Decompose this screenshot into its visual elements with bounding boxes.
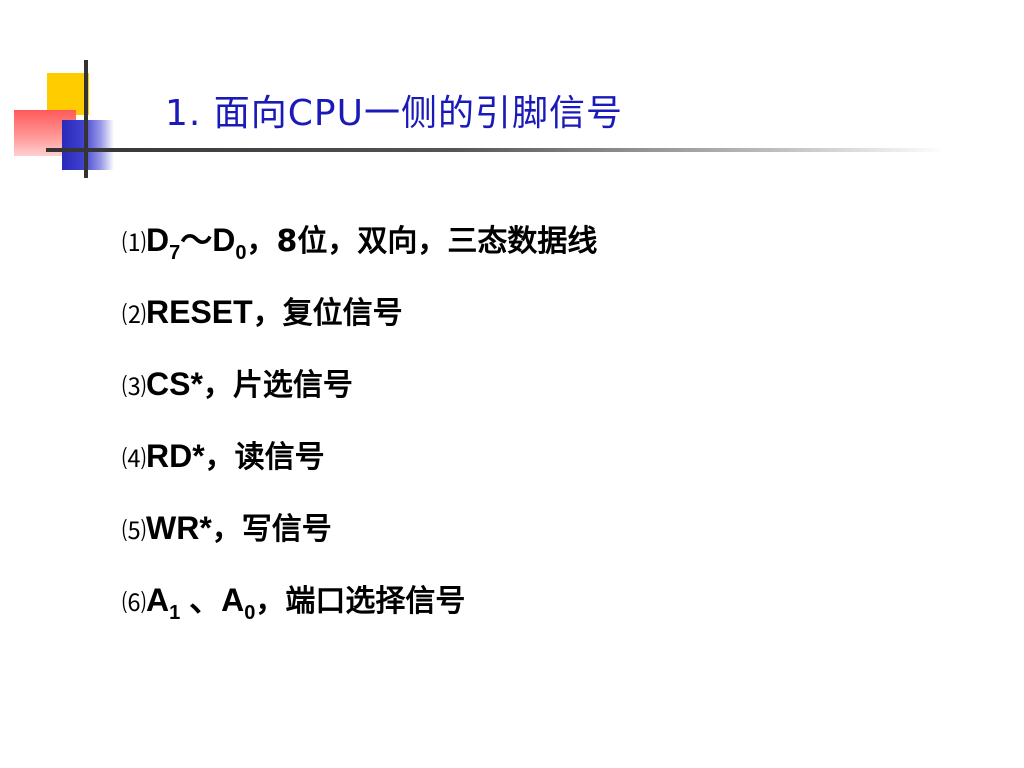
item-description: ，写信号 bbox=[211, 512, 332, 547]
logo-blue-square bbox=[62, 120, 114, 170]
signal-mid: 、A bbox=[180, 582, 245, 618]
item-number: ⑶ bbox=[122, 373, 146, 401]
slide-logo-decoration bbox=[0, 0, 160, 190]
signal-name: D7～D0 bbox=[146, 222, 246, 263]
item-description: ，端口选择信号 bbox=[255, 584, 466, 619]
item-number: ⑹ bbox=[122, 589, 146, 617]
list-item: ⑶CS*，片选信号 bbox=[122, 358, 597, 430]
logo-yellow-square bbox=[47, 73, 89, 115]
title-underline bbox=[46, 148, 946, 152]
signal-prefix: D bbox=[146, 222, 170, 258]
list-item: ⑴D7～D0，8位，双向，三态数据线 bbox=[122, 214, 597, 286]
item-description: ，片选信号 bbox=[202, 368, 353, 403]
item-description: ，复位信号 bbox=[252, 296, 403, 331]
signal-subscript: 1 bbox=[169, 602, 181, 624]
signal-subscript: 0 bbox=[235, 242, 247, 264]
signal-subscript: 7 bbox=[169, 242, 181, 264]
item-description: ，读信号 bbox=[204, 440, 325, 475]
item-number: ⑴ bbox=[122, 229, 146, 257]
signal-prefix: A bbox=[146, 582, 170, 618]
item-description: ，8位，双向，三态数据线 bbox=[246, 224, 598, 259]
signal-name: WR* bbox=[146, 510, 212, 546]
item-number: ⑸ bbox=[122, 517, 146, 545]
signal-name: RD* bbox=[146, 438, 205, 474]
list-item: ⑹A1 、A0，端口选择信号 bbox=[122, 574, 597, 646]
item-number: ⑷ bbox=[122, 445, 146, 473]
slide-title: 1. 面向CPU一侧的引脚信号 bbox=[165, 93, 623, 134]
signal-mid: ～D bbox=[180, 222, 236, 258]
list-item: ⑷RD*，读信号 bbox=[122, 430, 597, 502]
signal-list: ⑴D7～D0，8位，双向，三态数据线 ⑵RESET，复位信号 ⑶CS*，片选信号… bbox=[122, 214, 597, 646]
signal-name: CS* bbox=[146, 366, 203, 402]
signal-subscript: 0 bbox=[244, 602, 256, 624]
signal-name: A1 、A0 bbox=[146, 582, 255, 623]
list-item: ⑸WR*，写信号 bbox=[122, 502, 597, 574]
logo-vertical-line bbox=[84, 60, 88, 178]
signal-name: RESET bbox=[146, 294, 253, 330]
item-number: ⑵ bbox=[122, 301, 146, 329]
list-item: ⑵RESET，复位信号 bbox=[122, 286, 597, 358]
